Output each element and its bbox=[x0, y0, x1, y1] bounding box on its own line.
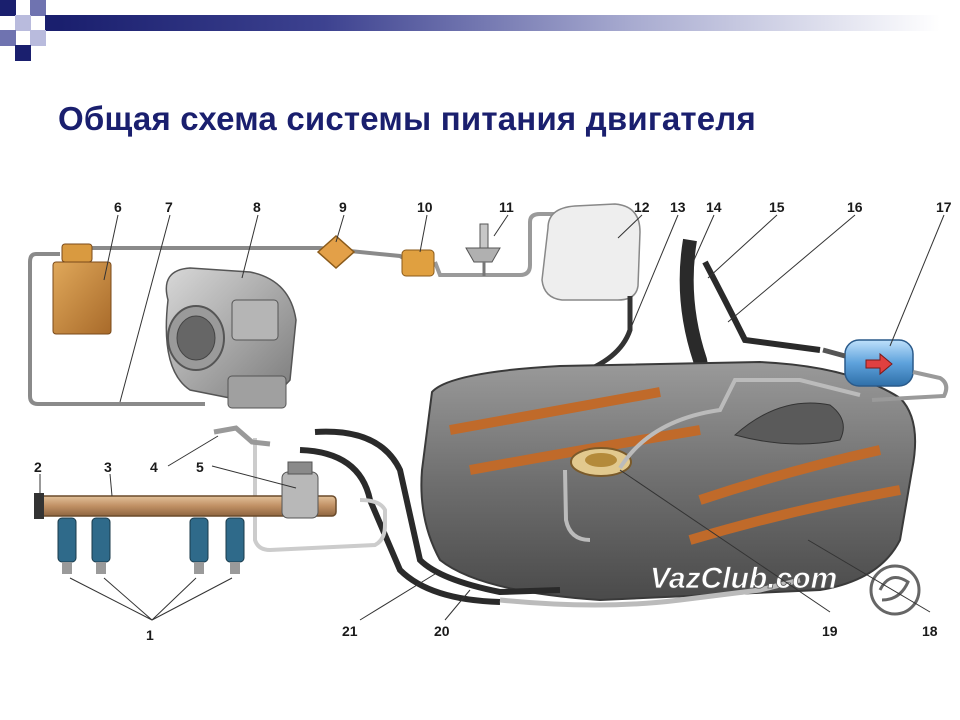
corner-square-2 bbox=[30, 0, 46, 16]
vapor-line-top bbox=[90, 246, 412, 264]
watermark-text: VazClub.com bbox=[650, 562, 837, 595]
metal-line-loop bbox=[253, 438, 387, 553]
mounting-bracket bbox=[213, 425, 271, 447]
callout-6: 6 bbox=[114, 199, 122, 215]
callout-2: 2 bbox=[34, 459, 42, 475]
fuel-rail bbox=[34, 493, 337, 519]
injector-4 bbox=[225, 517, 245, 574]
callout-20: 20 bbox=[434, 623, 450, 639]
corner-square-1 bbox=[0, 0, 16, 16]
callout-7: 7 bbox=[165, 199, 173, 215]
purge-valve bbox=[401, 249, 435, 277]
vapor-line-left bbox=[28, 252, 205, 406]
callout-11: 11 bbox=[499, 199, 514, 215]
fuel-line-tank-filter bbox=[618, 378, 861, 470]
corner-square-7 bbox=[15, 45, 31, 61]
separator-hose bbox=[574, 296, 633, 378]
fuel-filter bbox=[822, 339, 949, 402]
adsorber-canister bbox=[52, 261, 112, 335]
vapor-line-to-separator bbox=[433, 212, 580, 277]
callout-14: 14 bbox=[706, 199, 722, 215]
injector-1 bbox=[57, 517, 77, 574]
canister-valve bbox=[61, 243, 93, 263]
callout-19: 19 bbox=[822, 623, 838, 639]
corner-square-3 bbox=[15, 15, 31, 31]
leader-lines bbox=[39, 214, 945, 621]
supply-hose bbox=[314, 428, 561, 596]
corner-square-6 bbox=[30, 30, 46, 46]
fuel-separator bbox=[541, 203, 641, 301]
fuel-tank bbox=[420, 360, 917, 602]
callout-17: 17 bbox=[936, 199, 952, 215]
callout-3: 3 bbox=[104, 459, 112, 475]
filler-neck-hose bbox=[679, 238, 713, 394]
injector-3 bbox=[189, 517, 209, 574]
check-valve bbox=[316, 234, 356, 270]
throttle-body bbox=[165, 267, 297, 409]
metal-line-bottom bbox=[499, 577, 801, 608]
callout-1: 1 bbox=[146, 627, 154, 643]
callout-18: 18 bbox=[922, 623, 938, 639]
callout-5: 5 bbox=[196, 459, 204, 475]
slide-title: Общая схема системы питания двигателя bbox=[58, 100, 756, 137]
callout-12: 12 bbox=[634, 199, 650, 215]
callout-9: 9 bbox=[339, 199, 347, 215]
pressure-regulator bbox=[281, 461, 319, 519]
return-line-tank bbox=[563, 469, 591, 542]
vent-hose bbox=[702, 260, 821, 353]
corner-square-5 bbox=[0, 30, 16, 46]
callout-4: 4 bbox=[150, 459, 158, 475]
callout-10: 10 bbox=[417, 199, 433, 215]
gravity-valve bbox=[465, 223, 501, 276]
callout-21: 21 bbox=[342, 623, 358, 639]
callout-13: 13 bbox=[670, 199, 686, 215]
watermark-logo bbox=[869, 564, 921, 616]
callout-15: 15 bbox=[769, 199, 785, 215]
header-gradient-bar bbox=[60, 15, 940, 31]
injector-2 bbox=[91, 517, 111, 574]
callout-16: 16 bbox=[847, 199, 863, 215]
callout-8: 8 bbox=[253, 199, 261, 215]
corner-square-4 bbox=[45, 15, 61, 31]
